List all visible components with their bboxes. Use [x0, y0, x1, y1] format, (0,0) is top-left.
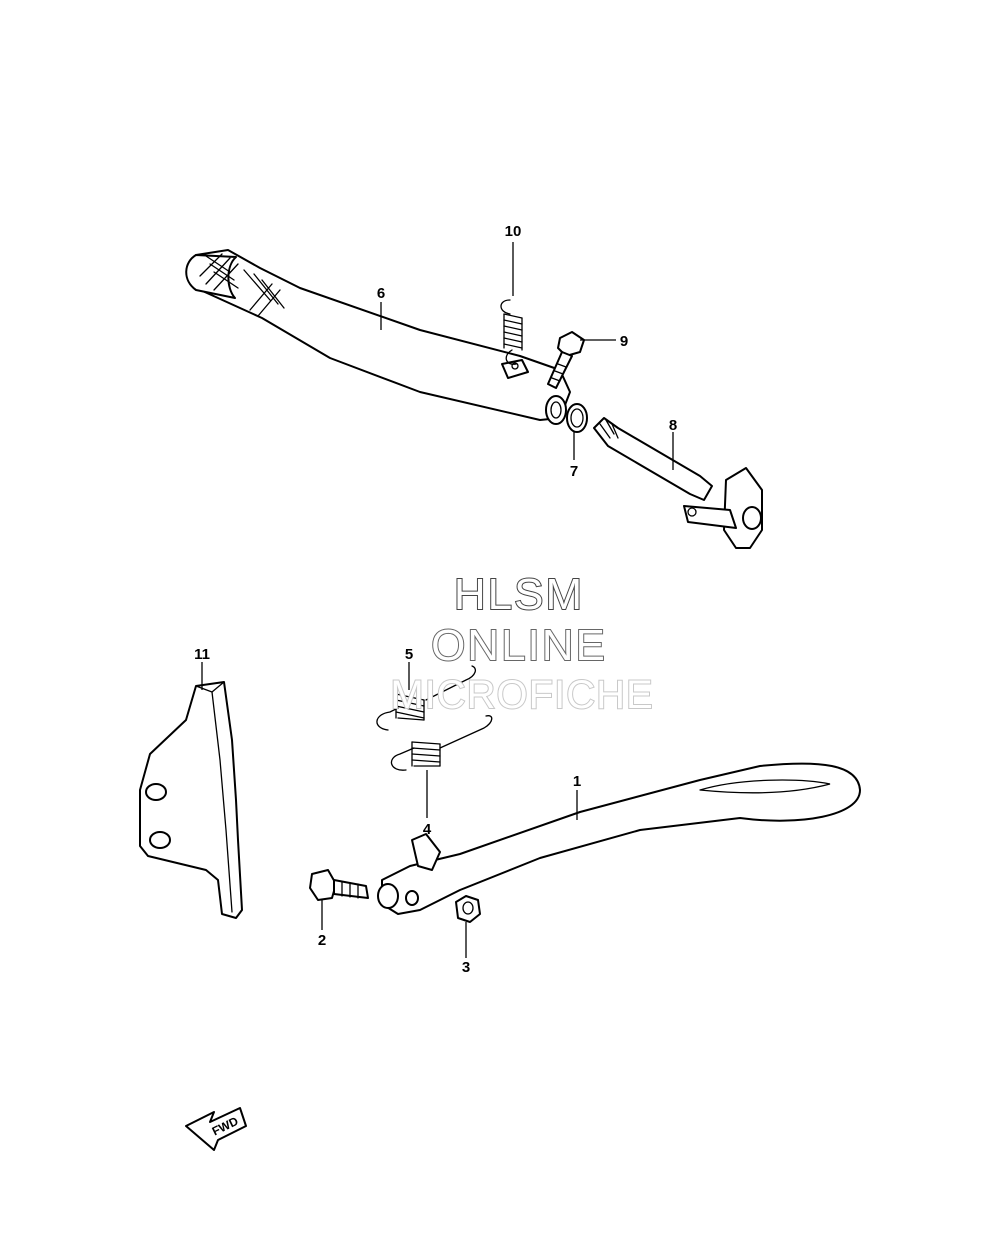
part-11-cover[interactable]	[139, 681, 243, 919]
watermark-line2: ONLINE	[431, 621, 607, 670]
callout-9: 9	[620, 333, 628, 350]
callout-7: 7	[570, 463, 578, 480]
part-4-spring[interactable]	[390, 715, 493, 771]
callout-3: 3	[462, 959, 470, 976]
watermark: HLSM ONLINE MICROFICHE	[389, 569, 653, 718]
part-7-washer[interactable]	[566, 403, 588, 433]
callout-11: 11	[194, 646, 210, 663]
callout-2: 2	[318, 932, 326, 949]
part-6-kick-lever[interactable]	[185, 249, 571, 425]
part-9-bolt[interactable]	[547, 331, 585, 389]
part-3-nut[interactable]	[455, 895, 481, 923]
part-1-side-stand[interactable]	[377, 762, 861, 915]
watermark-line1: HLSM	[454, 570, 584, 619]
callout-5: 5	[405, 646, 413, 663]
part-5-spring[interactable]	[376, 665, 477, 731]
callout-4: 4	[423, 821, 432, 838]
part-8-shaft[interactable]	[593, 417, 763, 549]
watermark-line3: MICROFICHE	[390, 673, 653, 717]
callout-1: 1	[573, 773, 581, 790]
leader-lines	[201, 242, 674, 958]
callout-8: 8	[669, 417, 677, 434]
callout-6: 6	[377, 285, 385, 302]
part-2-bolt[interactable]	[309, 869, 369, 901]
callout-10: 10	[505, 223, 522, 240]
part-10-spring[interactable]	[500, 299, 523, 365]
fwd-arrow-icon: FWD	[185, 1107, 247, 1151]
